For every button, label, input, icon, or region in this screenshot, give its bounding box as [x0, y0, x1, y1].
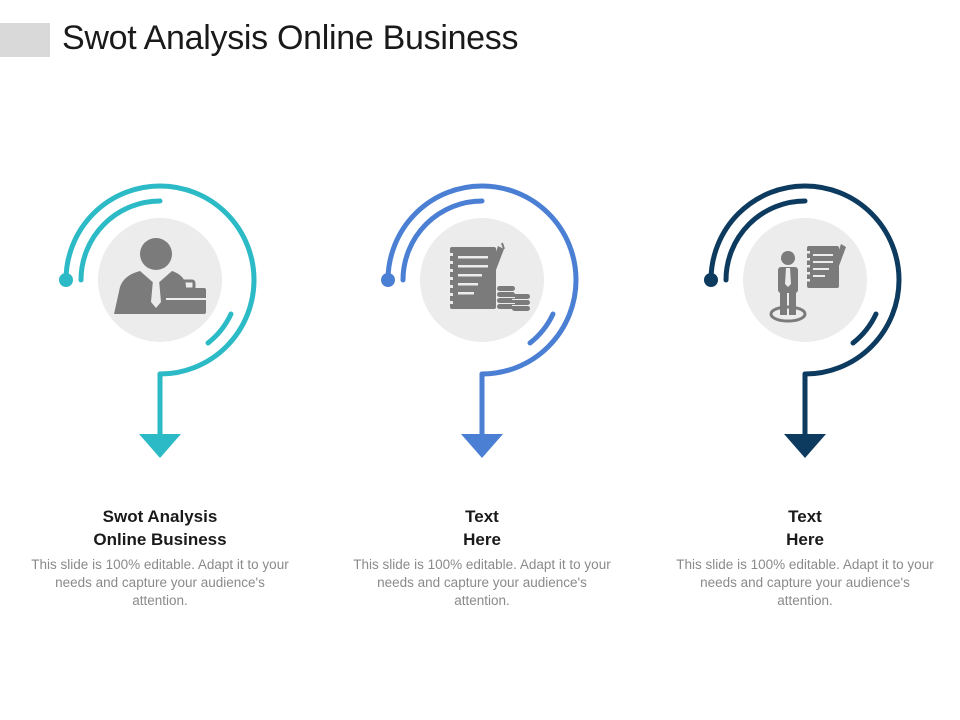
step-2-graphic [381, 183, 579, 458]
icon-circle-1 [98, 218, 222, 342]
arrow-3-head [784, 434, 826, 458]
notebook-pen-coins-icon [446, 242, 530, 311]
step-3-description: This slide is 100% editable. Adapt it to… [676, 557, 934, 608]
title-accent-bar [0, 23, 50, 57]
step-1-heading-line2: Online Business [93, 530, 227, 549]
page-title: Swot Analysis Online Business [62, 19, 519, 57]
step-3-graphic [704, 183, 902, 458]
step-1-heading-line1: Swot Analysis [102, 507, 218, 526]
step-1-heading: Swot Analysis Online Business [30, 505, 290, 551]
person-notepad-icon [769, 244, 846, 323]
step-2-heading-line1: Text [465, 507, 499, 526]
ring-1-dot [59, 273, 73, 287]
step-3: Text Here This slide is 100% editable. A… [645, 0, 960, 720]
step-1-graphic [59, 183, 257, 458]
arrow-2-head [461, 434, 503, 458]
ring-1 [63, 183, 257, 441]
step-2-description: This slide is 100% editable. Adapt it to… [353, 557, 611, 608]
step-2-heading: Text Here [352, 505, 612, 551]
ring-2 [385, 183, 579, 441]
step-3-heading-line2: Here [786, 530, 824, 549]
step-2-heading-line2: Here [463, 530, 501, 549]
businessman-briefcase-icon [114, 238, 206, 314]
ring-2-dot [381, 273, 395, 287]
step-3-heading: Text Here [675, 505, 935, 551]
step-2: Text Here This slide is 100% editable. A… [322, 0, 642, 720]
step-1: Swot Analysis Online Business This slide… [0, 0, 320, 720]
step-1-description: This slide is 100% editable. Adapt it to… [31, 557, 289, 608]
arrow-1-head [139, 434, 181, 458]
step-3-heading-line1: Text [788, 507, 822, 526]
ring-3-dot [704, 273, 718, 287]
ring-3 [708, 183, 902, 441]
